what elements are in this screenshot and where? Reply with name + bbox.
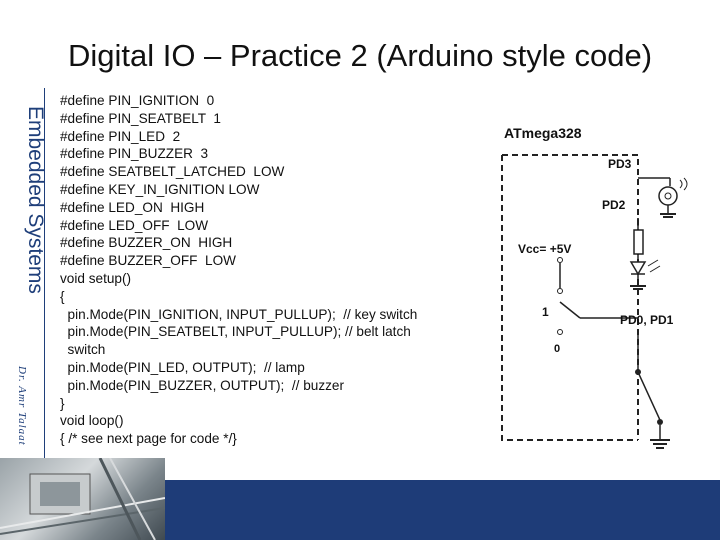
side-author: Dr. Amr Talaat — [16, 366, 28, 446]
footer-decoration — [0, 458, 720, 540]
resistor-icon — [633, 229, 644, 255]
code-line: #define PIN_IGNITION 0 — [60, 93, 215, 108]
code-line: pin.Mode(PIN_SEATBELT, INPUT_PULLUP); //… — [60, 324, 411, 340]
code-line: #define LED_ON HIGH — [60, 199, 205, 215]
code-line: pin.Mode(PIN_LED, OUTPUT); // lamp — [60, 359, 305, 375]
code-line: void loop() — [60, 413, 124, 429]
code-line: pin.Mode(PIN_IGNITION, INPUT_PULLUP); //… — [60, 306, 418, 322]
footer-spacer — [165, 458, 720, 480]
code-line: #define BUZZER_OFF LOW — [60, 253, 237, 269]
light-rays-icon — [647, 259, 661, 273]
code-line: #define SEATBELT_LATCHED LOW — [60, 164, 285, 180]
vcc-node — [557, 257, 563, 263]
circuit-board-image — [0, 458, 165, 540]
code-line: #define LED_OFF LOW — [60, 217, 209, 233]
switch-zero-node — [557, 329, 563, 335]
selector-switch-icon — [559, 301, 581, 319]
code-block: #define PIN_IGNITION 0 #define PIN_SEATB… — [60, 92, 480, 448]
code-line: { /* see next page for code */} — [60, 431, 237, 447]
chip-label: ATmega328 — [504, 125, 582, 141]
code-line: #define PIN_SEATBELT 1 — [60, 110, 221, 126]
code-line: switch — [60, 342, 106, 358]
code-line: #define PIN_LED 2 — [60, 128, 181, 144]
led-icon — [629, 261, 647, 276]
code-line: void setup() — [60, 270, 132, 286]
circuit-diagram: ATmega328 PD3 PD2 — [501, 125, 688, 449]
vcc-label: Vᴄᴄ= +5V — [518, 242, 571, 256]
code-line: #define KEY_IN_IGNITION LOW — [60, 181, 260, 197]
switch-one-node — [557, 288, 563, 294]
pd01-label: PD0, PD1 — [620, 313, 674, 327]
switch-one-label: 1 — [542, 305, 549, 319]
buzzer-icon — [664, 192, 672, 200]
code-line: pin.Mode(PIN_BUZZER, OUTPUT); // buzzer — [60, 377, 345, 393]
slide-title: Digital IO – Practice 2 (Arduino style c… — [67, 38, 653, 73]
code-line: #define PIN_BUZZER 3 — [60, 146, 209, 162]
switch-zero-label: 0 — [554, 343, 560, 355]
code-line: #define BUZZER_ON HIGH — [60, 235, 233, 251]
sound-waves-icon — [679, 177, 688, 191]
code-line: { — [60, 288, 65, 304]
side-title: Embedded Systems — [24, 106, 47, 294]
pushbutton-icon — [637, 371, 661, 421]
code-line: } — [60, 395, 65, 411]
button-node — [657, 419, 663, 425]
footer-band — [165, 480, 720, 540]
side-bar: Embedded Systems Dr. Amr Talaat — [0, 0, 47, 470]
pd2-label: PD2 — [602, 198, 626, 212]
pd3-label: PD3 — [608, 157, 632, 171]
side-divider — [44, 88, 45, 460]
